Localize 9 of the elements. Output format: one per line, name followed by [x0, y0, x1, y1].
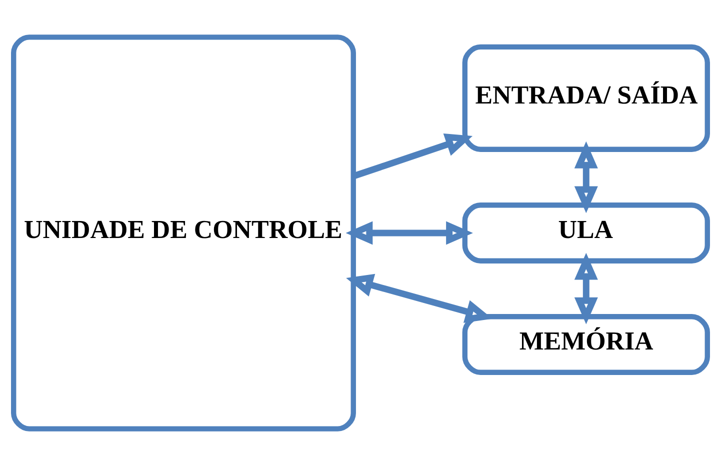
arrow	[346, 221, 473, 245]
arrow	[574, 252, 598, 324]
arrow	[574, 141, 598, 214]
node-box: ULA	[462, 202, 710, 264]
arrow	[352, 133, 473, 180]
arrow	[346, 274, 493, 323]
node-box: UNIDADE DE CONTROLE	[11, 34, 356, 432]
node-box: MEMÓRIA	[462, 314, 710, 375]
node-box: ENTRADA/ SAÍDA	[462, 44, 710, 152]
